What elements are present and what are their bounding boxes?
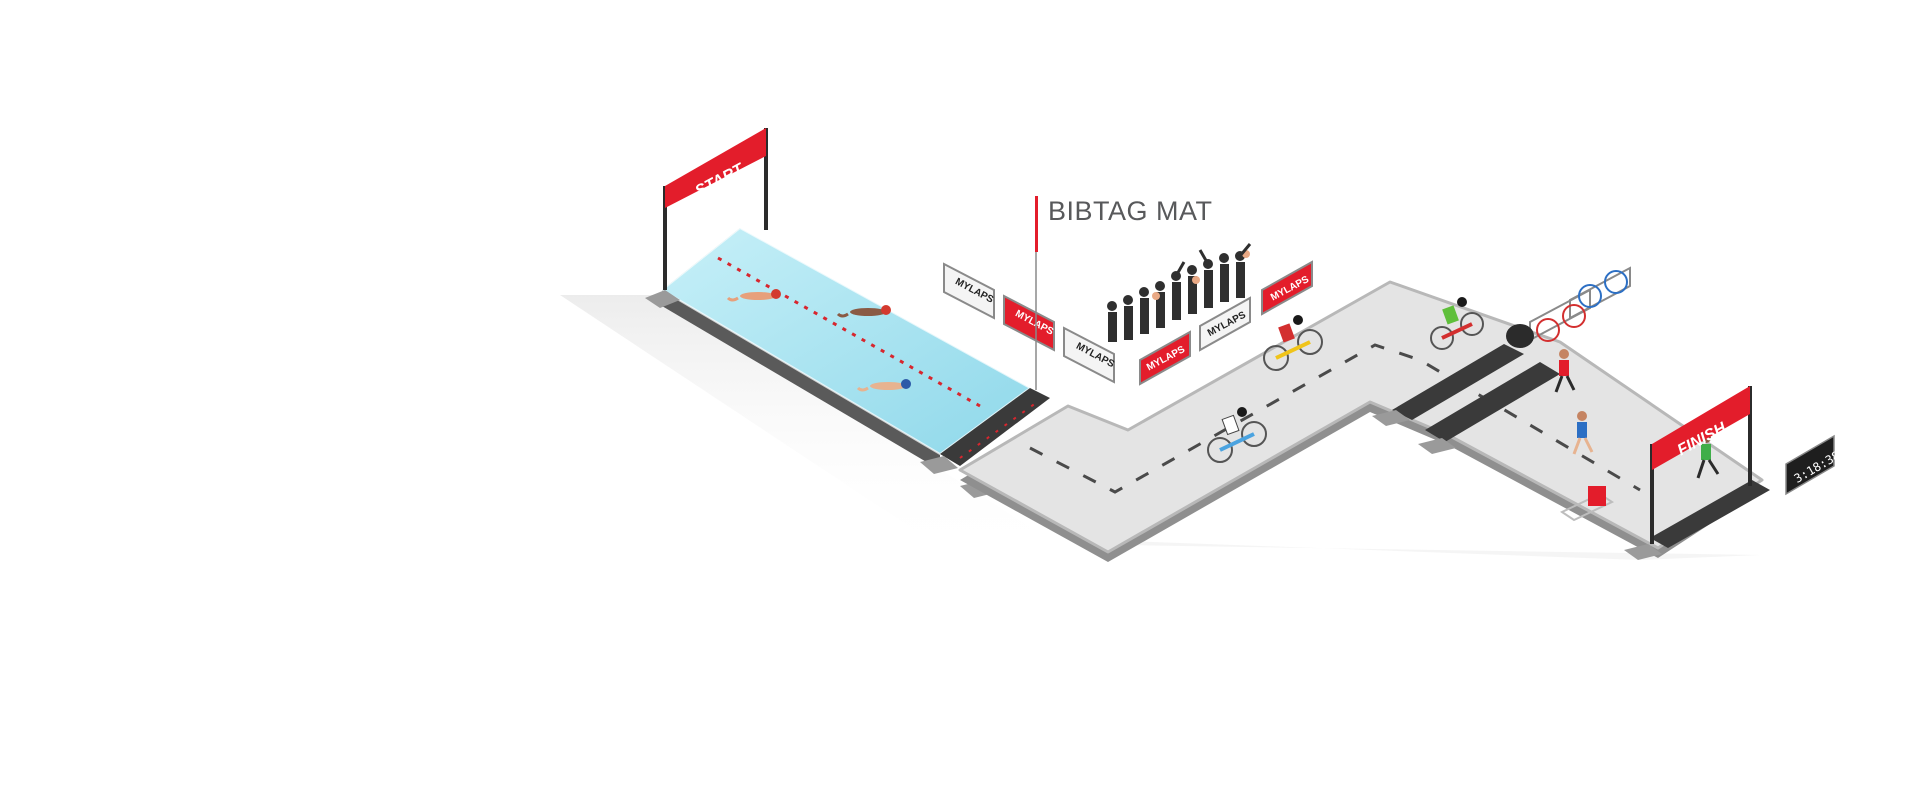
swimmer-icon: [836, 305, 891, 318]
callout-line: [1035, 196, 1038, 390]
timing-mat-icon: [1624, 480, 1770, 560]
timing-mat-icon: [1372, 344, 1560, 454]
swimmer-icon: [856, 379, 911, 392]
cyclist-icon: [1430, 297, 1484, 350]
ground-shadow: [560, 295, 1760, 560]
cyclist-icon: [1207, 407, 1267, 463]
bibtag-mat-label: BIBTAG MAT: [1048, 196, 1213, 226]
bike-rack-icon: [1506, 266, 1631, 348]
runner-icon: [1572, 411, 1594, 455]
runner-icon: [1554, 349, 1576, 393]
timing-box: [1559, 486, 1615, 522]
bike-road: [958, 280, 1764, 562]
barriers: MYLAPS MYLAPS MYLAPS MYLAPS MYLAPS MYLAP…: [943, 260, 1313, 386]
clock-display-icon: 3:18:38 MYLAPS: [1785, 434, 1842, 496]
spectators-icon: [1107, 243, 1252, 342]
swimmer-icon: [726, 289, 781, 302]
cyclist-icon: [1263, 315, 1323, 371]
